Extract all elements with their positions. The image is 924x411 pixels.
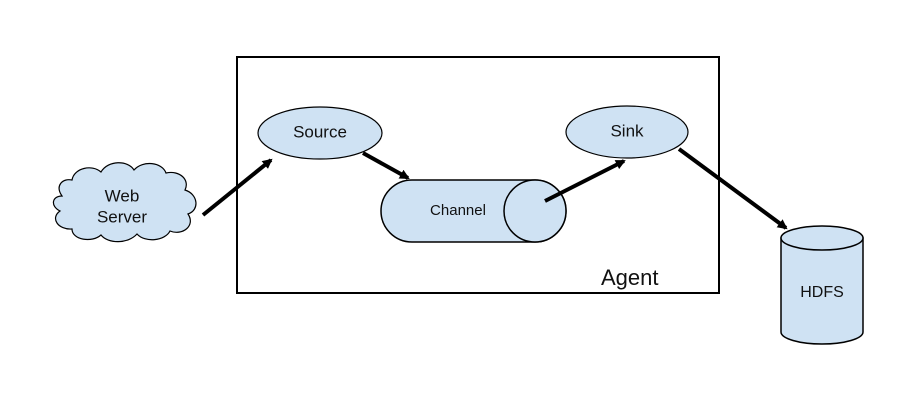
sink-node: Sink xyxy=(565,105,689,159)
hdfs-label: HDFS xyxy=(800,284,844,301)
web-server-cloud: Web Server xyxy=(52,162,197,243)
channel-node: Channel xyxy=(380,179,567,243)
source-label: Source xyxy=(293,122,347,141)
hdfs-node: HDFS xyxy=(780,225,864,345)
source-node: Source xyxy=(257,106,383,160)
sink-label: Sink xyxy=(610,121,644,140)
arrow-source-to-channel xyxy=(362,151,410,180)
web-server-label-line1: Web xyxy=(105,186,140,205)
agent-label: Agent xyxy=(601,265,659,290)
arrow-sink-to-hdfs xyxy=(677,147,788,230)
arrow-channel-to-sink xyxy=(544,159,626,203)
web-server-label-line2: Server xyxy=(97,207,147,226)
agent-box xyxy=(236,56,720,294)
arrow-webserver-to-source xyxy=(201,158,273,217)
channel-label: Channel xyxy=(430,202,486,219)
